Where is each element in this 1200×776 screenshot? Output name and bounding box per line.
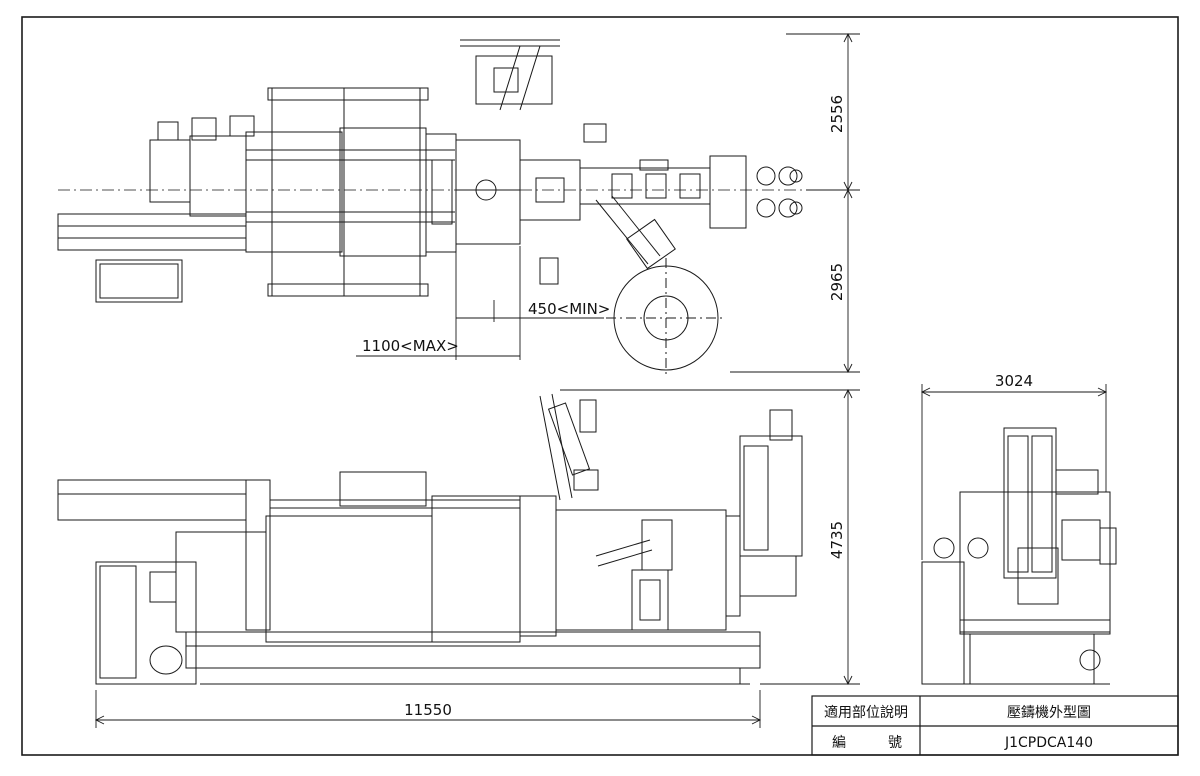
top-view xyxy=(57,39,840,378)
sheet-border xyxy=(21,16,1179,756)
title-label-part: 適用部位說明 xyxy=(824,704,908,721)
dim-top-upper: 2556 xyxy=(828,95,846,133)
end-view-dimensions xyxy=(920,384,1108,560)
dim-top-lower: 2965 xyxy=(828,263,846,301)
dim-stroke-min: 450<MIN> xyxy=(528,300,610,318)
top-view-dimensions xyxy=(356,32,860,374)
title-value-part: 壓鑄機外型圖 xyxy=(1007,705,1091,721)
front-view-dimensions xyxy=(94,388,860,728)
title-label-number-1: 編 xyxy=(832,735,846,751)
dim-front-height: 4735 xyxy=(828,521,846,559)
end-view xyxy=(921,427,1117,685)
dim-stroke-max: 1100<MAX> xyxy=(362,337,459,355)
title-label-number-2: 號 xyxy=(888,735,902,751)
front-view xyxy=(57,393,803,685)
title-value-number: J1CPDCA140 xyxy=(1004,735,1093,751)
dim-front-length: 11550 xyxy=(404,701,452,719)
dim-side-width: 3024 xyxy=(995,372,1033,390)
title-block xyxy=(811,695,1179,756)
